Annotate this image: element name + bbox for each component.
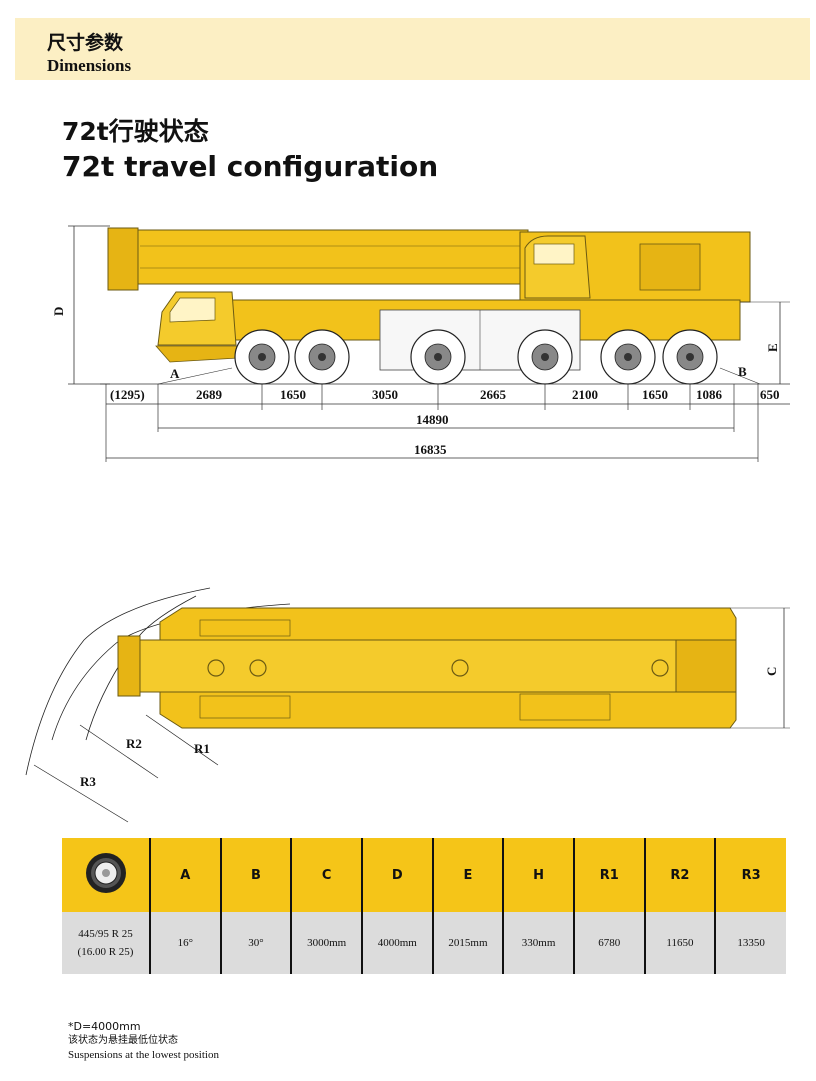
- table-header-row: A B C D E H R1 R2 R3: [62, 838, 786, 912]
- label-r3: R3: [80, 774, 96, 789]
- value-e: 2015mm: [431, 912, 504, 974]
- dim-axle-1: 2689: [196, 387, 223, 402]
- label-e: E: [765, 343, 780, 352]
- section-title-cn: 72t行驶状态: [62, 117, 209, 146]
- value-a: 16°: [149, 912, 221, 974]
- dim-axle-4: 2665: [480, 387, 507, 402]
- value-h: 330mm: [502, 912, 574, 974]
- value-d: 4000mm: [360, 912, 433, 974]
- col-header-c: C: [290, 838, 362, 912]
- label-b: B: [738, 364, 747, 379]
- value-r2: 11650: [643, 912, 716, 974]
- col-header-b: B: [219, 838, 292, 912]
- footnote-en: Suspensions at the lowest position: [68, 1049, 219, 1061]
- label-r2: R2: [126, 736, 142, 751]
- dim-front-overhang: (1295): [110, 387, 145, 402]
- value-r3: 13350: [714, 912, 786, 974]
- label-a: A: [170, 366, 180, 381]
- dim-wheelbase-total: 14890: [416, 412, 449, 427]
- dim-overall-length: 16835: [414, 442, 447, 457]
- header-title-cn: 尺寸参数: [47, 32, 124, 54]
- col-header-e: E: [431, 838, 504, 912]
- footnote-d-value: *D=4000mm: [68, 1020, 141, 1033]
- col-header-r2: R2: [643, 838, 716, 912]
- dimension-table: A B C D E H R1 R2 R3 445/95 R 25 (16.00 …: [62, 838, 786, 974]
- tyre-spec-cell: 445/95 R 25 (16.00 R 25): [62, 912, 150, 974]
- tyre-header-cell: [62, 838, 150, 912]
- footnote: *D=4000mm 该状态为悬挂最低位状态 Suspensions at the…: [68, 1020, 219, 1062]
- dim-axle-3: 3050: [372, 387, 398, 402]
- dim-axle-6: 1650: [642, 387, 668, 402]
- header-title-en: Dimensions: [47, 56, 132, 75]
- side-view-crane: [68, 225, 790, 385]
- col-header-r1: R1: [572, 838, 645, 912]
- value-r1: 6780: [572, 912, 645, 974]
- table-row: 445/95 R 25 (16.00 R 25) 16° 30° 3000mm …: [62, 912, 786, 974]
- top-view-crane: [25, 587, 790, 823]
- section-title-en: 72t travel configuration: [62, 150, 439, 183]
- tyre-spec-line1: 445/95 R 25: [78, 928, 133, 940]
- header-band: 尺寸参数 Dimensions: [15, 18, 810, 80]
- label-d: D: [51, 307, 66, 316]
- dim-rear-overhang: 650: [760, 387, 780, 402]
- value-c: 3000mm: [290, 912, 362, 974]
- dim-axle-2: 1650: [280, 387, 306, 402]
- label-c: C: [764, 667, 779, 676]
- footnote-cn: 该状态为悬挂最低位状态: [68, 1035, 178, 1046]
- crane-drawing: D E A B (1295) 2689 1650 3050 2665 2100 …: [25, 225, 790, 823]
- tyre-spec-line2: (16.00 R 25): [77, 946, 134, 958]
- col-header-r3: R3: [714, 838, 786, 912]
- tyre-icon: [85, 853, 126, 893]
- label-r1: R1: [194, 741, 210, 756]
- col-header-h: H: [502, 838, 574, 912]
- value-b: 30°: [219, 912, 292, 974]
- dim-rear-axle: 1086: [696, 387, 723, 402]
- dim-axle-5: 2100: [572, 387, 598, 402]
- col-header-a: A: [149, 838, 221, 912]
- col-header-d: D: [360, 838, 433, 912]
